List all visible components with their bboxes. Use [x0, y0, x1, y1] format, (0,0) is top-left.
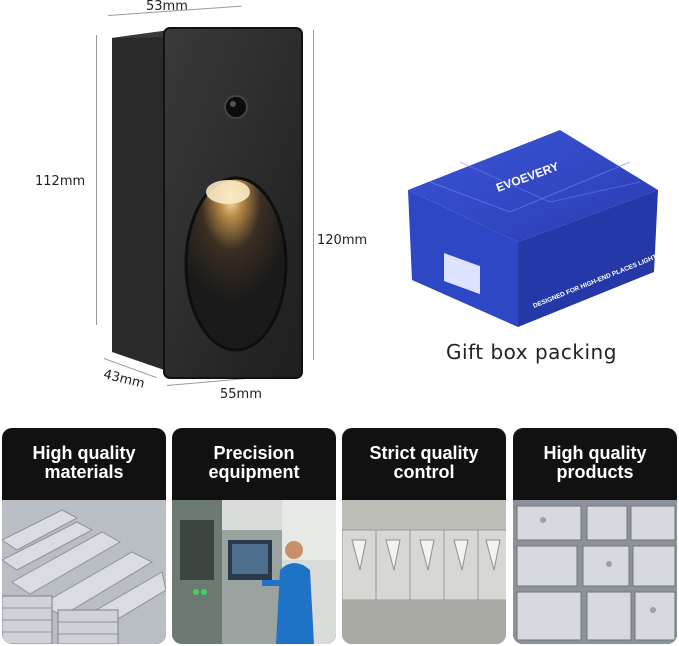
panel-title-line1: High quality: [32, 443, 136, 463]
cnc-machine-photo: [172, 500, 336, 644]
panel-materials: High quality materials: [2, 428, 166, 644]
aluminum-bars-photo: [2, 500, 166, 644]
gift-box-image: EVOEVERY DESIGNED FOR HIGH-END PLACES LI…: [408, 130, 660, 327]
panel-title-line2: materials: [44, 462, 124, 482]
panel-title-line2: control: [393, 462, 455, 482]
dimension-height-back: 112mm: [35, 174, 86, 189]
wall-light-product-image: [112, 27, 303, 379]
finished-housings-photo: [513, 500, 677, 644]
panel-products: High quality products: [513, 428, 677, 644]
panel-title-line2: equipment: [208, 462, 300, 482]
panel-title: Precision equipment: [172, 444, 336, 482]
panel-equipment: Precision equipment: [172, 428, 336, 644]
machined-parts-photo: [342, 500, 506, 644]
panel-title: Strict quality control: [342, 444, 506, 482]
panel-title: High quality materials: [2, 444, 166, 482]
gift-box-caption: Gift box packing: [446, 340, 617, 364]
dimension-line-right: [313, 30, 314, 360]
panel-title-line1: High quality: [543, 443, 647, 463]
dimension-bottom-width: 55mm: [220, 387, 262, 402]
panel-quality-control: Strict quality control: [342, 428, 506, 644]
dimension-height-front: 120mm: [317, 233, 368, 248]
panel-title-line2: products: [556, 462, 634, 482]
panel-title: High quality products: [513, 444, 677, 482]
dimension-line-left: [96, 35, 97, 325]
panel-title-line1: Precision: [213, 443, 295, 463]
panel-title-line1: Strict quality: [369, 443, 479, 463]
